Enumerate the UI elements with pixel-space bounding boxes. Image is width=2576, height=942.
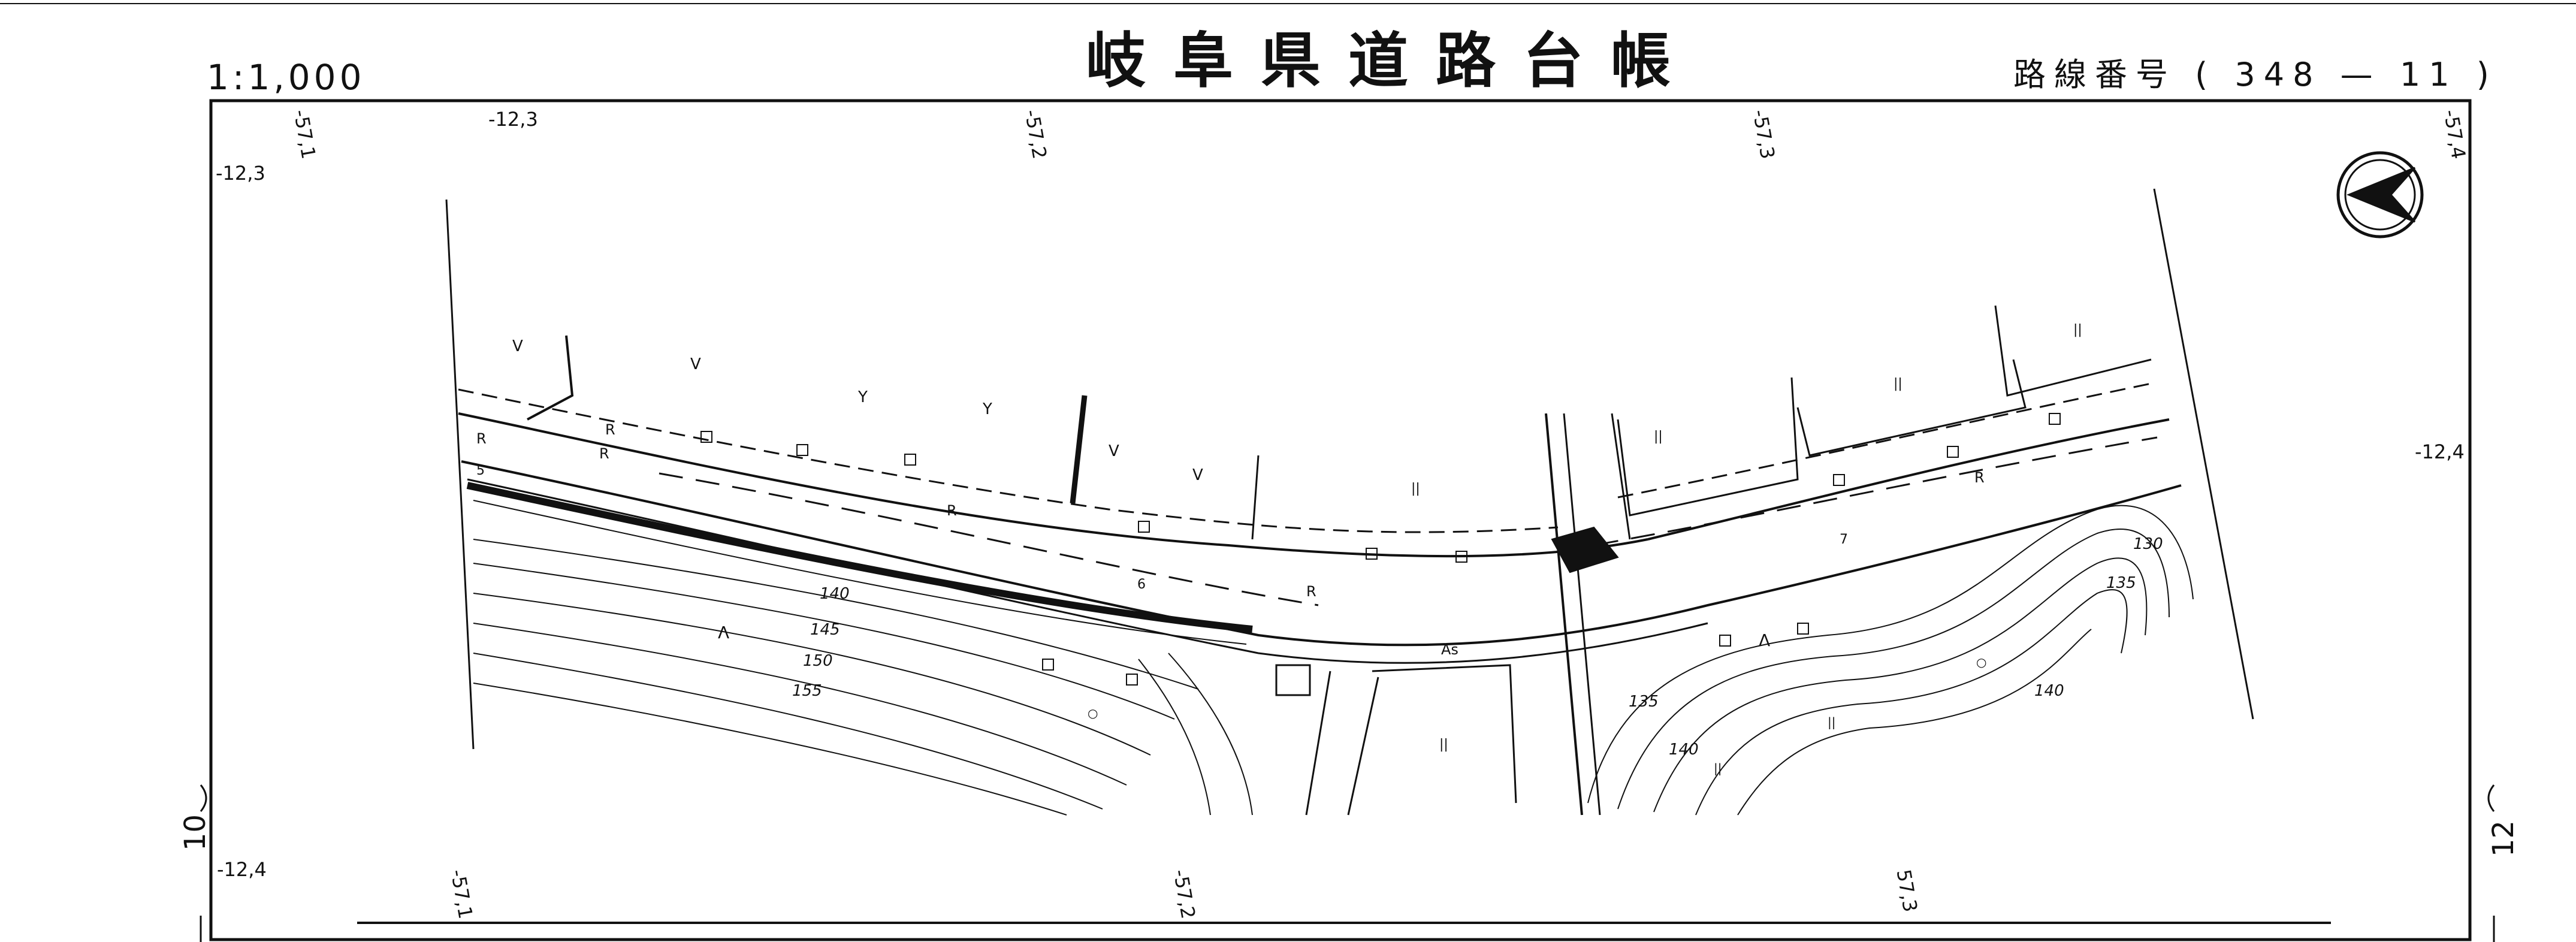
spot-symbol: ○ [1088,706,1098,720]
road-marker-r: R [605,421,615,438]
lane-number: 5 [476,463,485,478]
land-use-symbol: || [1411,481,1420,496]
road-surface-label: As [1441,641,1458,658]
land-use-symbol: || [1894,376,1902,391]
north-arrow-icon [2336,151,2424,238]
land-use-symbol: || [1714,761,1722,775]
road-marker-r: R [1974,469,1985,486]
road-marker-r: R [599,445,609,462]
contour-label: 155 [792,682,822,700]
road-marker-r: R [476,430,487,447]
land-use-symbol: V [690,355,701,373]
map-scale: 1:1,000 [207,57,366,98]
grid-label-left-bottom: -12,4 [217,858,267,881]
route-label: 路線番号 [2013,56,2176,93]
route-number-value: 348 [2234,56,2322,93]
contour-label: 135 [1629,693,1659,711]
route-dash: — [2340,56,2381,93]
grid-label-left-top: -12,3 [216,162,265,185]
grid-label-right-mid: -12,4 [2415,440,2465,463]
road-marker-r: R [1306,583,1316,600]
land-use-symbol: || [1439,737,1448,752]
route-close-paren: ) [2476,56,2498,93]
contour-label: 145 [810,621,840,639]
land-use-symbol: V [512,337,523,355]
contour-label: 140 [820,585,850,603]
route-number: 路線番号 ( 348 — 11 ) [2013,59,2498,91]
land-use-symbol: Y [858,388,868,406]
contour-label: 130 [2133,535,2163,553]
land-use-symbol: Y [983,400,992,418]
page-title: 岐阜県道路台帳 [1086,26,1698,96]
land-use-symbol: || [1828,715,1836,729]
road-marker-r: R [947,502,957,519]
contour-label: 140 [1669,741,1699,759]
spot-symbol: ○ [1976,655,1987,669]
lane-number: 7 [1840,532,1848,547]
route-open-paren: ( [2195,56,2216,93]
grid-label-top-left-horizontal: -12,3 [488,108,538,131]
spot-symbol: Λ [718,623,730,642]
contour-label: 140 [2034,682,2064,700]
land-use-symbol: V [1109,442,1119,460]
land-use-symbol: || [1654,429,1663,444]
land-use-symbol: V [1192,466,1203,484]
contour-label: 150 [803,652,833,670]
contour-label: 135 [2106,574,2136,592]
route-section-value: 11 [2399,56,2458,93]
land-use-symbol: || [2073,322,2082,337]
spot-symbol: Λ [1759,630,1771,650]
lane-number: 6 [1137,577,1146,592]
